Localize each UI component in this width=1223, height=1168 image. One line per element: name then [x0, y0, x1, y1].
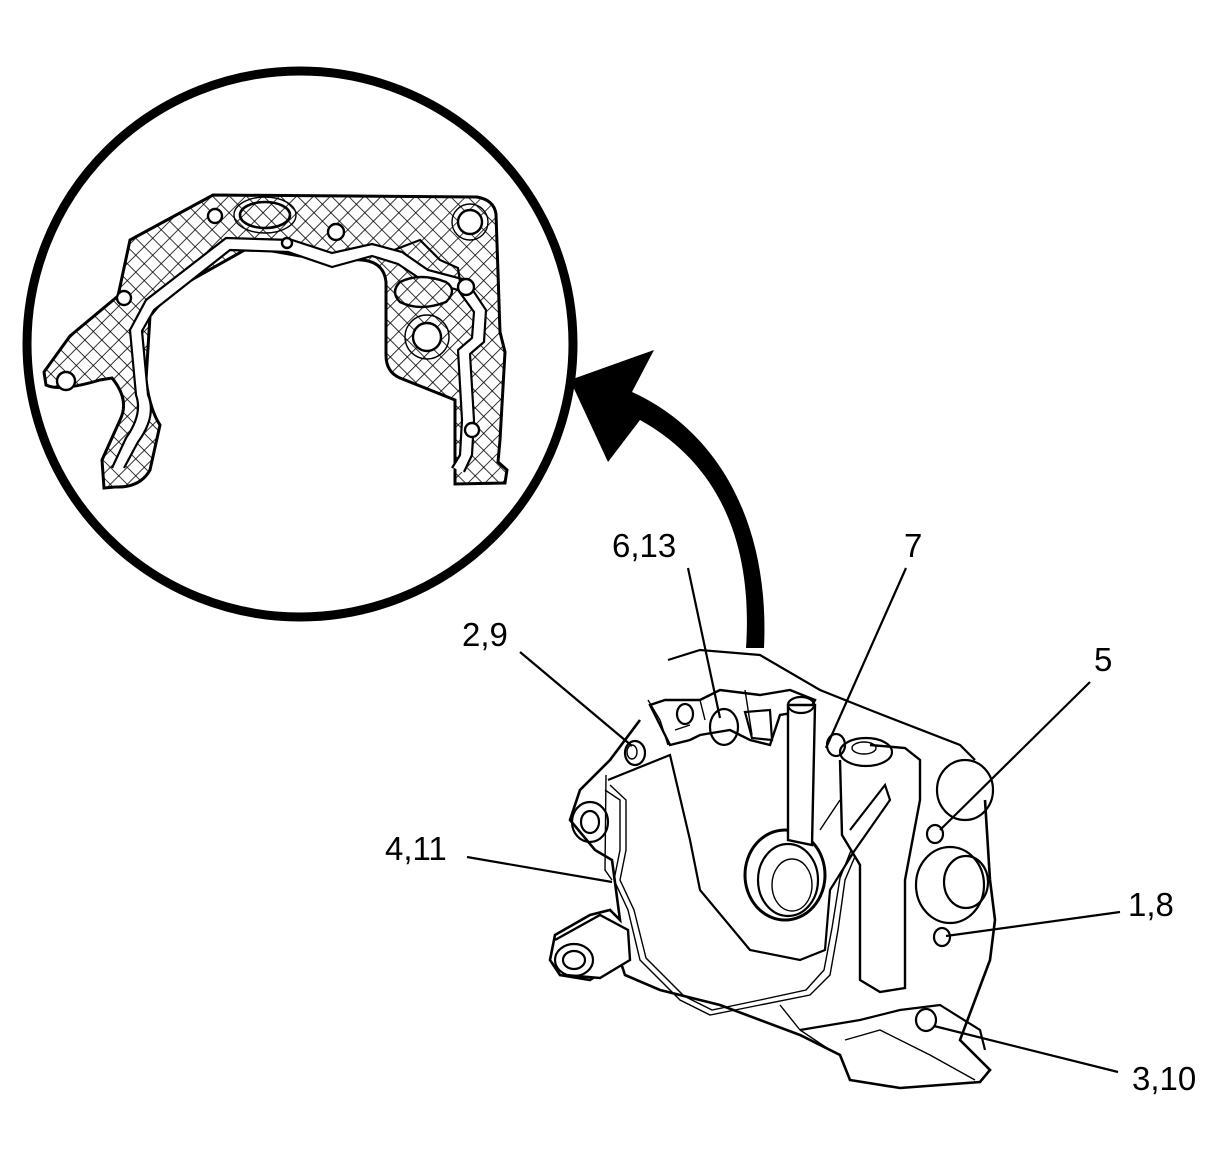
cover-rib — [847, 782, 892, 861]
cover-bolt-boss — [914, 845, 986, 925]
gasket-bolt-hole — [451, 203, 489, 241]
gasket-bolt-hole — [404, 314, 450, 360]
cover-upper-bracket-detail — [647, 689, 753, 746]
callout-4-11: 4,11 — [385, 830, 447, 867]
cover-bolt-boss — [942, 854, 990, 910]
gasket-bolt-hole — [463, 421, 481, 439]
gasket-inner-channel-edge-b — [123, 248, 476, 469]
bracket-bore — [708, 707, 740, 747]
callout-5: 5 — [1094, 641, 1112, 678]
gasket-bolt-hole — [456, 277, 476, 297]
gasket-bolt-hole — [411, 321, 443, 353]
cover-bolt-boss — [935, 758, 995, 822]
gasket-port-opening — [238, 200, 292, 230]
leader-line-4-11 — [466, 855, 613, 884]
cover-bolt-boss — [925, 823, 945, 845]
callout-2-9: 2,9 — [462, 616, 508, 653]
cover-gasket-edge — [604, 779, 901, 1016]
gasket-bolt-hole — [115, 289, 133, 307]
cover-lower-flange — [779, 1004, 831, 1051]
gasket-bolt-hole — [326, 222, 346, 242]
callout-3-10: 3,10 — [1132, 1060, 1196, 1097]
cover-bolt-boss — [579, 809, 601, 835]
fitting-bore — [553, 942, 595, 978]
bracket-window — [743, 708, 774, 742]
crankshaft-seal-bore — [743, 828, 827, 922]
callout-7: 7 — [904, 527, 922, 564]
detail-arrow — [570, 350, 765, 648]
leader-line-2-9 — [519, 651, 633, 747]
cover-gasket-edge — [609, 777, 895, 1011]
cover-bolt-boss — [626, 744, 638, 760]
leader-line-1-8 — [945, 910, 1121, 938]
leader-line-7 — [824, 567, 908, 749]
cover-rib — [819, 799, 841, 831]
gasket-port-opening — [233, 196, 297, 234]
cover-front-face-edge — [604, 774, 613, 881]
leader-lines — [466, 567, 1121, 1074]
gasket-bolt-hole — [206, 207, 224, 225]
cover-bolt-boss — [623, 739, 647, 767]
cover-bolt-boss — [570, 800, 610, 844]
cover-lower-flange — [844, 1029, 976, 1081]
gasket-inner-channel-edge-a — [111, 236, 488, 473]
cover-left-body — [548, 719, 997, 1090]
leader-line-6-13 — [686, 567, 722, 719]
fitting-bore — [561, 949, 587, 971]
gasket-port-outline — [393, 238, 462, 283]
leader-line-5 — [939, 681, 1091, 831]
callout-1-8: 1,8 — [1128, 886, 1174, 923]
cover-vertical-boss — [786, 703, 817, 847]
crankshaft-seal-bore — [756, 842, 820, 918]
leader-line-3-10 — [933, 1024, 1119, 1074]
gasket-bolt-hole — [55, 370, 77, 392]
gasket-bolt-hole — [456, 208, 484, 236]
cover-lower-fitting — [554, 913, 632, 980]
gasket-port-opening — [393, 275, 454, 309]
cover-vertical-boss-top — [786, 695, 816, 715]
cover-bolt-boss — [932, 926, 952, 948]
callout-6-13: 6,13 — [612, 527, 676, 564]
gasket-bolt-hole — [280, 236, 294, 250]
cover-lower-flange — [799, 1003, 987, 1051]
gasket-inner-channel — [112, 237, 487, 473]
crankshaft-seal-bore — [771, 858, 813, 912]
bracket-bore — [675, 702, 695, 726]
engine-front-cover — [548, 648, 997, 1090]
cover-bolt-boss — [914, 1007, 938, 1033]
oil-pump-cap — [851, 741, 877, 755]
gasket-detail-view — [22, 66, 578, 622]
oil-pump-housing — [838, 743, 922, 994]
oil-pump-cap — [838, 736, 894, 768]
callout-labels: 6,13 7 2,9 5 4,11 1,8 3,10 — [385, 527, 1196, 1097]
cover-top-ledge — [667, 648, 976, 761]
